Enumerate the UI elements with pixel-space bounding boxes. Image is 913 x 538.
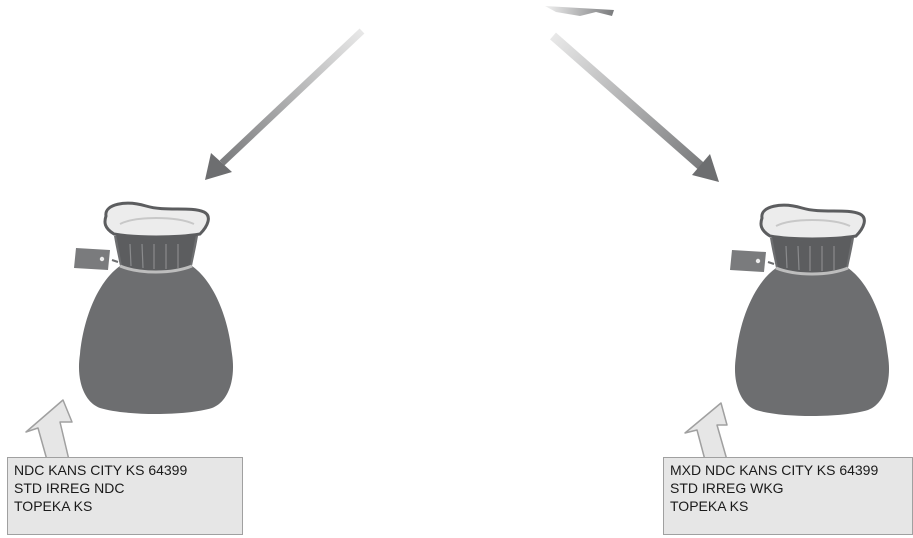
label-pointer-left — [26, 400, 72, 460]
sack-label-right: MXD NDC KANS CITY KS 64399 STD IRREG WKG… — [663, 457, 913, 535]
sack-label-line: TOPEKA KS — [670, 497, 906, 515]
sack-label-line: NDC KANS CITY KS 64399 — [14, 461, 236, 479]
label-pointer-right — [685, 403, 727, 460]
mail-sack-icon — [730, 205, 889, 416]
top-partial-shape — [545, 6, 614, 16]
arrow-to-right-sack — [553, 36, 719, 182]
sack-label-line: MXD NDC KANS CITY KS 64399 — [670, 461, 906, 479]
sack-label-left: NDC KANS CITY KS 64399 STD IRREG NDC TOP… — [7, 457, 243, 535]
mail-sack-icon — [74, 203, 233, 414]
arrow-to-left-sack — [205, 31, 362, 180]
sack-label-line: STD IRREG NDC — [14, 479, 236, 497]
sack-label-line: TOPEKA KS — [14, 497, 236, 515]
sack-label-line: STD IRREG WKG — [670, 479, 906, 497]
